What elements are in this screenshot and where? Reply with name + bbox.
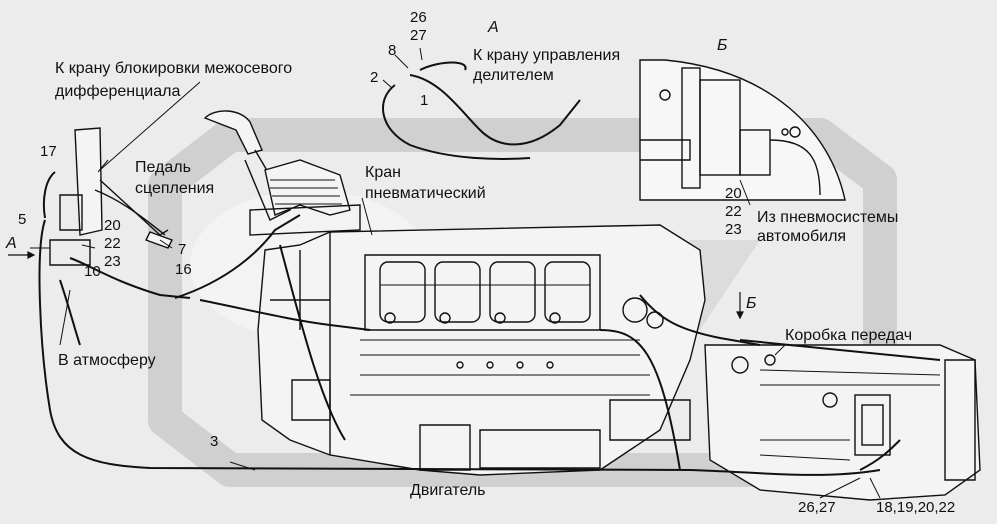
view-a-left-label: А [5,235,17,252]
view-b-arrow-label: Б [746,295,756,312]
callout-26-27-bottom: 26,27 [798,499,836,516]
callout-16: 16 [175,261,192,278]
callout-23-left: 23 [104,253,121,270]
gear-lever-drawing [203,110,361,236]
callout-2: 2 [370,69,378,86]
clutch-pedal-drawing [49,127,173,266]
gearbox-drawing [704,344,981,501]
callout-10: 10 [84,263,101,280]
label-pneumatic-valve-2: пневматический [365,185,486,202]
callout-20-left: 20 [104,217,121,234]
pneumatic-pipelines [38,61,941,476]
label-clutch-pedal-1: Педаль [135,159,191,176]
callout-8: 8 [388,42,396,59]
view-arrows [8,251,744,320]
callout-5: 5 [18,211,26,228]
leader-lines [30,47,881,499]
callout-17: 17 [40,143,57,160]
callout-26-top: 26 [410,9,427,26]
label-clutch-pedal-2: сцепления [135,180,214,197]
callout-18-19-20-22: 18,19,20,22 [876,499,955,516]
callout-23-b: 23 [725,221,742,238]
label-interaxle-lock-2: дифференциала [55,83,180,100]
engine-drawing [257,224,706,476]
callout-22-left: 22 [104,235,121,252]
label-divider-2: делителем [473,67,554,84]
callout-22-b: 22 [725,203,742,220]
label-from-pneumo-2: автомобиля [757,228,846,245]
label-divider-1: К крану управления [473,47,620,64]
callout-1: 1 [420,92,428,109]
view-a-top-label: А [487,19,499,36]
label-gearbox: Коробка передач [785,327,912,344]
view-b-label: Б [717,37,727,54]
label-from-pneumo-1: Из пневмосистемы [757,209,898,226]
label-pneumatic-valve-1: Кран [365,164,401,181]
label-to-atmosphere: В атмосферу [58,352,156,369]
callout-7: 7 [178,241,186,258]
label-engine: Двигатель [410,482,486,499]
detail-b-drawing [639,59,846,201]
callout-20-b: 20 [725,185,742,202]
callout-3: 3 [210,433,218,450]
label-interaxle-lock-1: К крану блокировки межосевого [55,60,292,77]
callout-27-top: 27 [410,27,427,44]
